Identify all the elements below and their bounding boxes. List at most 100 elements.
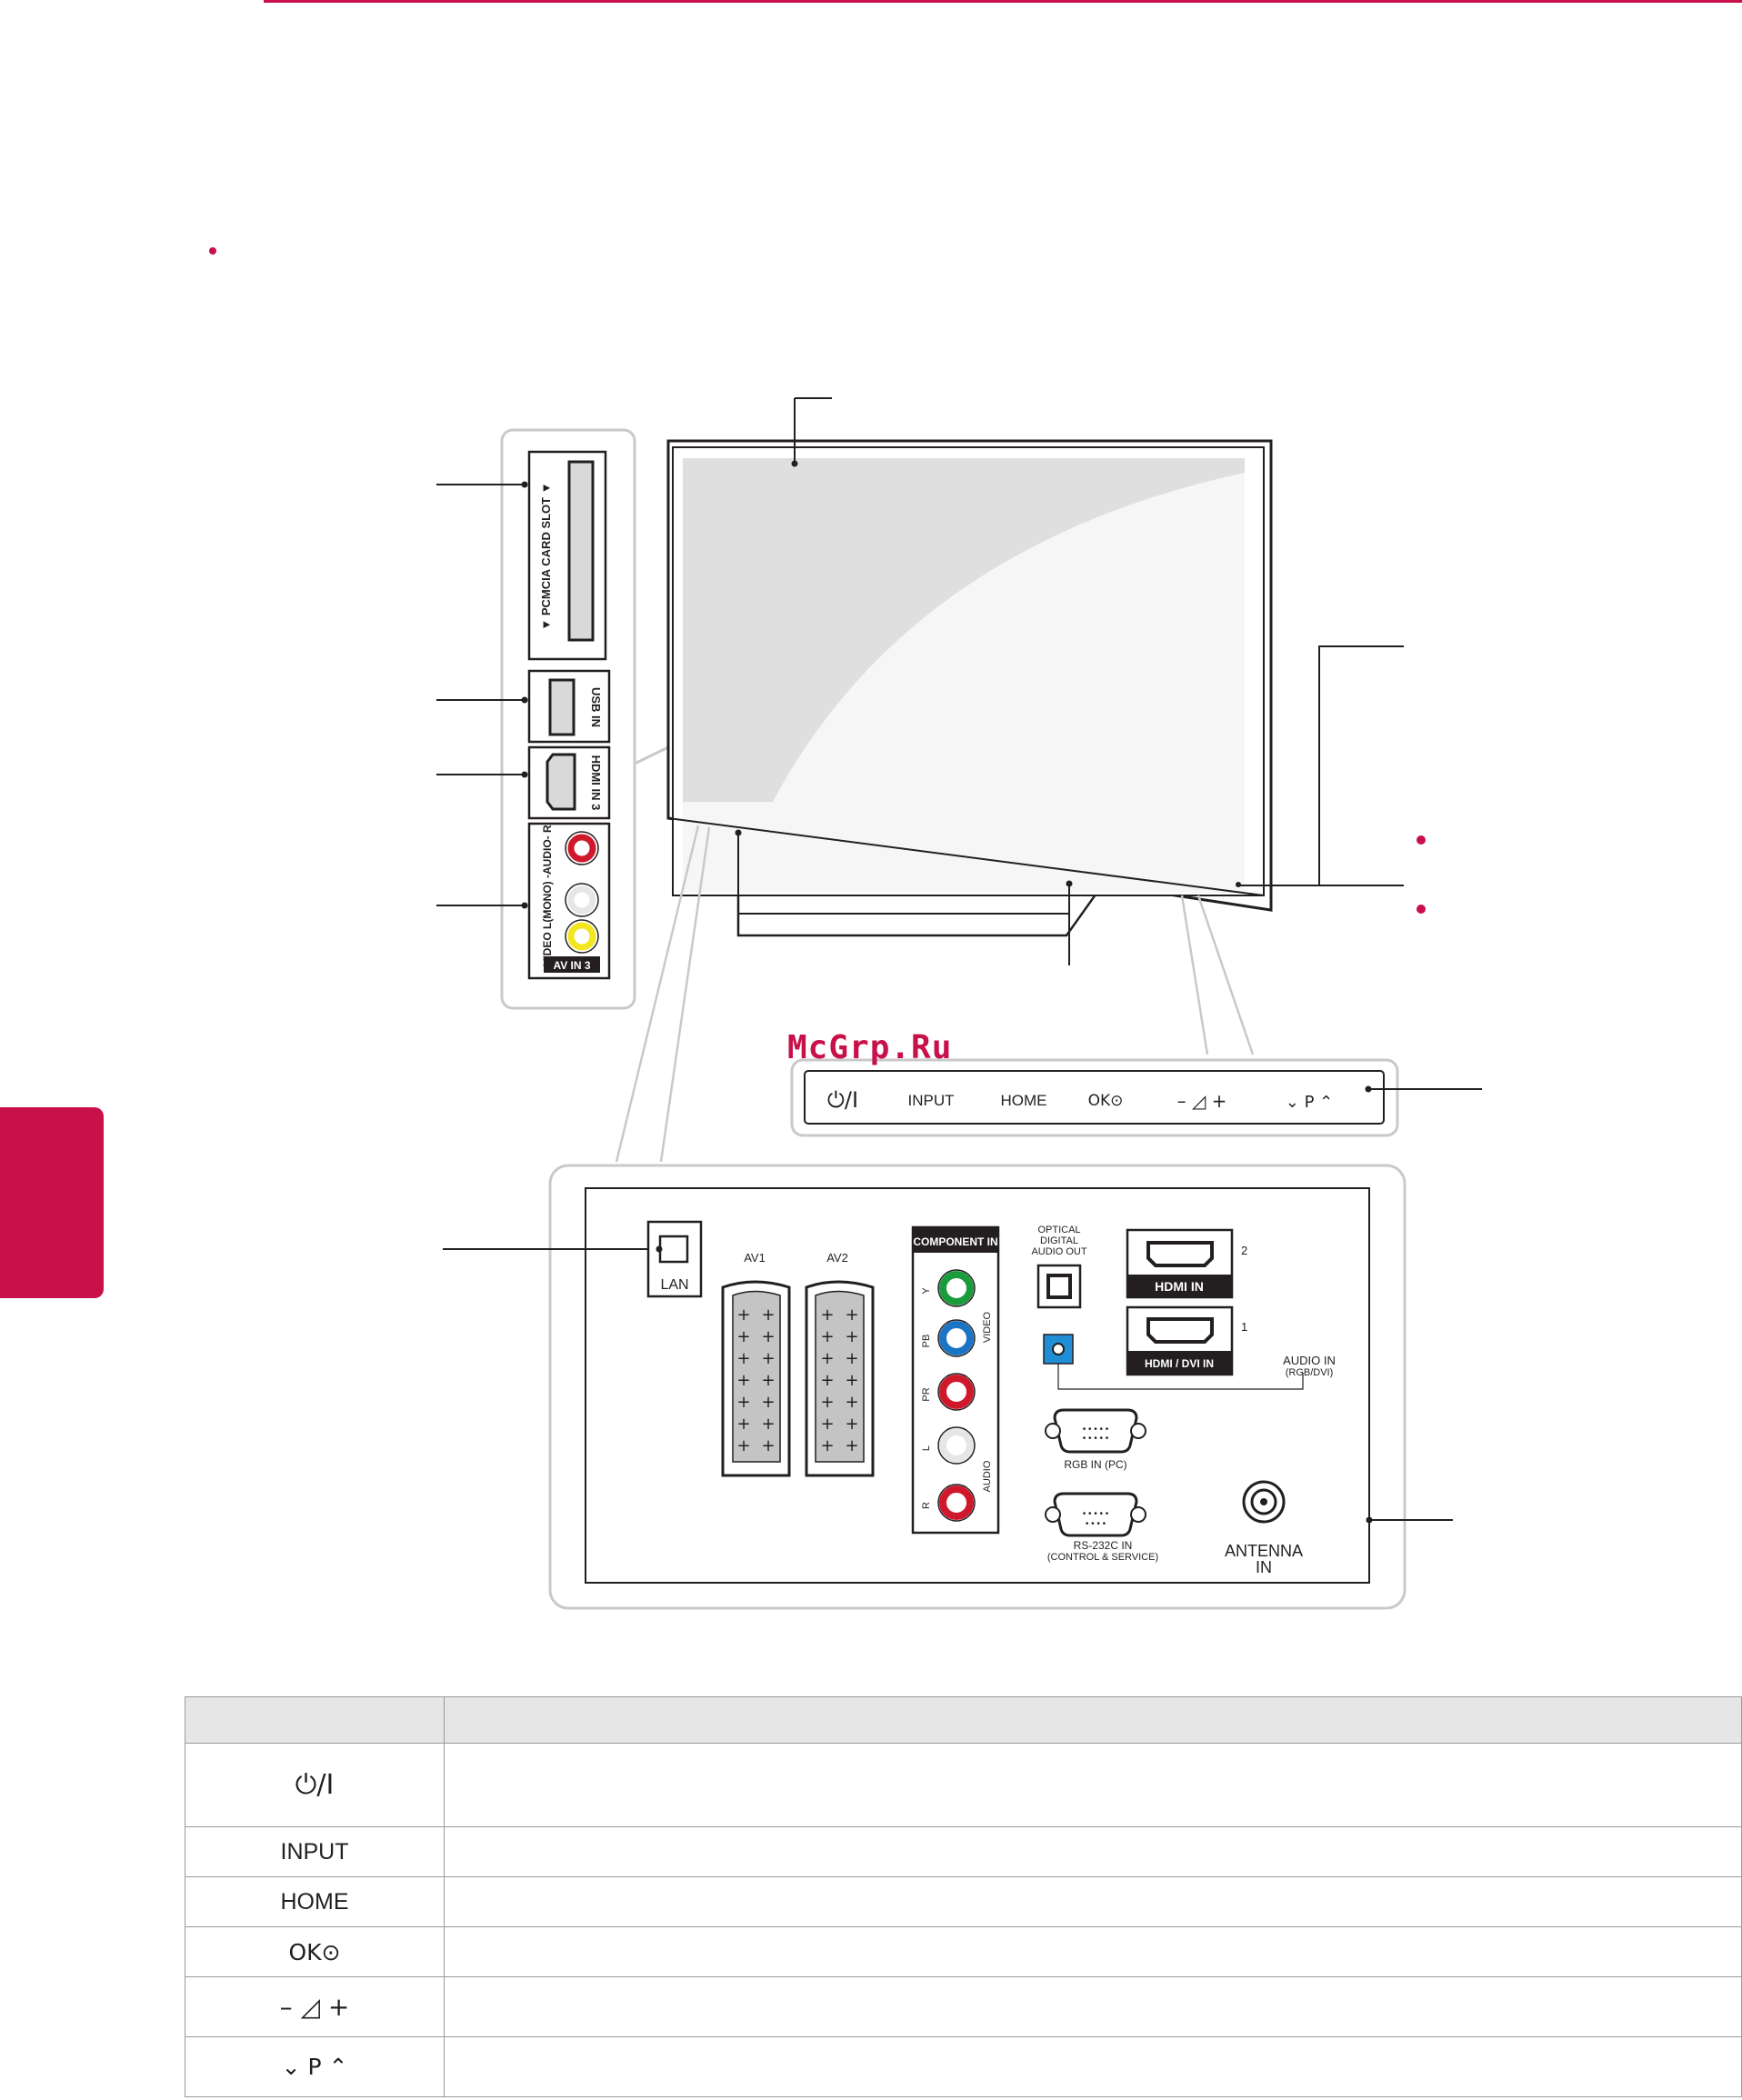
table-row: ⏻/I <box>185 1743 1742 1827</box>
front-button-panel: ⏻/I INPUT HOME OK⊙ – ◿ + ⌄ P ⌃ <box>790 1058 1482 1137</box>
svg-text:+: + <box>736 1415 750 1434</box>
table-row: ⌄ P ⌃ <box>185 2036 1742 2097</box>
component-l-jack <box>939 1428 974 1463</box>
svg-text:+: + <box>736 1393 750 1412</box>
tv-front-view <box>615 397 1426 1163</box>
optical-label-1: OPTICAL <box>1037 1225 1080 1235</box>
rear-panel: LAN AV1 AV2 ++++ ++++ ++++ ++ ++++ ++++ … <box>443 1164 1453 1610</box>
component-pb-label: PB <box>921 1335 932 1348</box>
svg-text:+: + <box>736 1436 750 1455</box>
component-pb-jack <box>939 1321 974 1355</box>
usb-label: USB IN <box>589 687 603 727</box>
svg-text:+: + <box>761 1415 775 1434</box>
component-y-jack <box>939 1271 974 1305</box>
hdmi1-number: 1 <box>1241 1320 1247 1334</box>
svg-text:+: + <box>820 1415 834 1434</box>
svg-text:+: + <box>845 1415 858 1434</box>
av2-scart <box>805 1280 875 1477</box>
audio-in-label: AUDIO IN <box>1283 1354 1336 1367</box>
svg-text:+: + <box>820 1327 834 1346</box>
svg-text:+: + <box>845 1327 858 1346</box>
rs232c-sub-label: (CONTROL & SERVICE) <box>1047 1552 1158 1563</box>
component-video-label: VIDEO <box>982 1311 993 1343</box>
svg-text:+: + <box>845 1393 858 1412</box>
antenna-label-2: IN <box>1256 1558 1272 1576</box>
chapter-side-tab <box>0 1107 104 1298</box>
antenna-label-1: ANTENNA <box>1225 1542 1303 1560</box>
svg-text:• • • •: • • • • <box>1086 1519 1106 1529</box>
component-pr-jack <box>939 1375 974 1409</box>
hdmi1-label: HDMI / DVI IN <box>1145 1357 1214 1370</box>
hdmi2-label: HDMI IN <box>1155 1279 1204 1294</box>
rgb-in-port <box>1053 1408 1138 1454</box>
svg-text:+: + <box>845 1436 858 1455</box>
component-pr-label: PR <box>921 1387 932 1401</box>
svg-text:+: + <box>761 1327 775 1346</box>
svg-text:+: + <box>736 1305 750 1325</box>
table-header-button-col <box>185 1696 445 1744</box>
table-row: OK⊙ <box>185 1926 1742 1977</box>
top-accent-rule <box>264 0 1742 3</box>
av3-badge: AV IN 3 <box>553 959 590 972</box>
table-cell-button: HOME <box>185 1876 445 1927</box>
svg-text:+: + <box>820 1371 834 1390</box>
svg-text:+: + <box>761 1436 775 1455</box>
pcmcia-label: ▼ PCMCIA CARD SLOT ▼ <box>539 482 553 630</box>
svg-text:• • • • •: • • • • • <box>1083 1425 1109 1435</box>
svg-text:+: + <box>820 1436 834 1455</box>
av1-label: AV1 <box>744 1251 766 1265</box>
input-button[interactable]: INPUT <box>908 1092 955 1109</box>
av3-label: VIDEO L(MONO) -AUDIO- R <box>541 825 554 966</box>
table-row: – ◿ + <box>185 1976 1742 2037</box>
hdmi2-number: 2 <box>1241 1244 1247 1257</box>
svg-text:+: + <box>820 1393 834 1412</box>
svg-text:+: + <box>761 1393 775 1412</box>
svg-text:+: + <box>736 1349 750 1368</box>
table-cell-button: OK⊙ <box>185 1926 445 1977</box>
component-r-jack <box>939 1485 974 1520</box>
volume-buttons[interactable]: – ◿ + <box>1177 1090 1227 1112</box>
button-description-table: ⏻/I INPUT HOME OK⊙ – ◿ + ⌄ P ⌃ <box>185 1696 1742 2097</box>
svg-text:+: + <box>845 1305 858 1325</box>
svg-text:+: + <box>761 1349 775 1368</box>
side-panel: ▼ PCMCIA CARD SLOT ▼ USB IN HDMI IN 3 VI… <box>436 428 669 1010</box>
table-cell-desc <box>444 1976 1742 2037</box>
table-cell-button: INPUT <box>185 1826 445 1877</box>
table-cell-desc <box>444 1926 1742 1977</box>
svg-text:+: + <box>761 1305 775 1325</box>
hdmi3-label: HDMI IN 3 <box>589 755 603 811</box>
component-y-label: Y <box>921 1287 932 1295</box>
svg-text:• • • • •: • • • • • <box>1083 1434 1109 1444</box>
power-button[interactable]: ⏻/I <box>827 1087 858 1113</box>
rs232c-port <box>1053 1492 1138 1537</box>
table-cell-button: ⏻/I <box>185 1743 445 1827</box>
optical-label-3: AUDIO OUT <box>1031 1246 1086 1257</box>
component-in-label: COMPONENT IN <box>913 1235 997 1248</box>
svg-text:• • • • •: • • • • • <box>1083 1509 1109 1519</box>
table-cell-desc <box>444 1826 1742 1877</box>
bullet-dot <box>209 247 216 255</box>
svg-text:+: + <box>736 1327 750 1346</box>
table-header-desc-col <box>444 1696 1742 1744</box>
rgb-in-label: RGB IN (PC) <box>1064 1458 1126 1471</box>
svg-text:+: + <box>820 1349 834 1368</box>
table-cell-button: – ◿ + <box>185 1976 445 2037</box>
component-audio-label: AUDIO <box>982 1460 993 1492</box>
ok-button[interactable]: OK⊙ <box>1088 1092 1124 1110</box>
svg-text:+: + <box>820 1305 834 1325</box>
lan-label: LAN <box>660 1277 688 1293</box>
svg-text:+: + <box>845 1349 858 1368</box>
svg-text:+: + <box>845 1371 858 1390</box>
audio-in-sub-label: (RGB/DVI) <box>1286 1367 1334 1378</box>
optical-label-2: DIGITAL <box>1040 1235 1078 1246</box>
svg-text:+: + <box>761 1371 775 1390</box>
table-cell-desc <box>444 1876 1742 1927</box>
table-cell-desc <box>444 2036 1742 2097</box>
table-header-row <box>185 1696 1742 1744</box>
av2-label: AV2 <box>826 1251 848 1265</box>
table-cell-button: ⌄ P ⌃ <box>185 2036 445 2097</box>
program-buttons[interactable]: ⌄ P ⌃ <box>1286 1093 1333 1112</box>
home-button[interactable]: HOME <box>1001 1092 1047 1109</box>
component-r-label: R <box>921 1502 932 1509</box>
av1-scart <box>721 1280 791 1477</box>
